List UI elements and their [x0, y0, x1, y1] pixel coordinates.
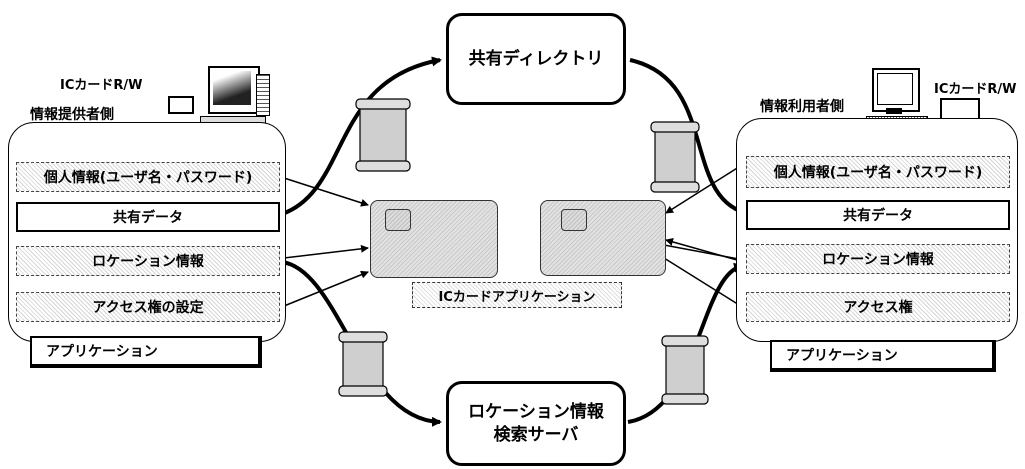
right-row-shared-data-text: 共有データ [843, 208, 913, 224]
scroll-icon-bottom-left [338, 331, 388, 397]
left-card-reader-label: ICカードR/W [60, 78, 143, 93]
ic-card-application-label: ICカードアプリケーション [438, 289, 596, 305]
right-row-personal-info: 個人情報(ユーザ名・パスワード) [746, 156, 1010, 188]
right-card-reader-icon [940, 98, 980, 120]
right-row-personal-info-text: 個人情報(ユーザ名・パスワード) [773, 165, 983, 181]
right-application-label: アプリケーション [786, 348, 898, 364]
right-row-location-info: ロケーション情報 [746, 244, 1010, 274]
server-label-line2: 検索サーバ [493, 424, 579, 445]
ic-card-right [540, 200, 666, 276]
arrow-right-personal-to-card [665, 164, 743, 214]
right-card-reader-label: ICカードR/W [934, 82, 1017, 97]
shared-directory-label: 共有ディレクトリ [468, 48, 604, 69]
right-panel-title: 情報利用者側 [760, 99, 844, 115]
ic-card-application-box: ICカードアプリケーション [412, 282, 622, 308]
server-label-line1: ロケーション情報 [468, 401, 604, 422]
shared-directory-node: 共有ディレクトリ [446, 13, 626, 105]
right-application-box: アプリケーション [770, 340, 996, 372]
left-row-access-setting: アクセス権の設定 [16, 292, 280, 322]
left-row-personal-info: 個人情報(ユーザ名・パスワード) [16, 162, 280, 192]
arrow-location-to-card [283, 244, 369, 259]
right-row-access-text: アクセス権 [843, 300, 913, 316]
right-row-location-info-text: ロケーション情報 [822, 252, 934, 268]
arrow-access-setting-to-card [283, 270, 369, 307]
scroll-icon-top-right [650, 121, 700, 193]
location-search-server-node: ロケーション情報 検索サーバ [446, 381, 626, 466]
ic-chip-icon [385, 209, 411, 231]
ic-chip-icon [561, 209, 587, 231]
ic-card-left [370, 200, 498, 278]
left-row-shared-data-text: 共有データ [113, 210, 183, 226]
right-row-shared-data: 共有データ [746, 200, 1010, 230]
left-panel-title: 情報提供者側 [30, 107, 114, 123]
arrow-card-to-right-access [663, 257, 745, 309]
scroll-icon-top-left [355, 98, 411, 172]
left-row-personal-info-text: 個人情報(ユーザ名・パスワード) [43, 170, 253, 186]
arc-directory-to-shared-data [629, 58, 752, 218]
left-card-reader-icon [168, 96, 194, 114]
arc-shared-data-to-directory [281, 56, 442, 216]
left-row-location-info: ロケーション情報 [16, 246, 280, 276]
scroll-icon-bottom-right [661, 335, 709, 405]
left-application-box: アプリケーション [30, 336, 262, 368]
left-row-location-info-text: ロケーション情報 [92, 254, 204, 270]
arrow-card-to-right-location [663, 244, 745, 263]
right-row-access: アクセス権 [746, 292, 1010, 322]
arrow-personal-info-to-card [283, 177, 369, 207]
arrow-right-location-to-card [665, 238, 745, 263]
left-row-shared-data: 共有データ [16, 202, 280, 232]
left-application-label: アプリケーション [46, 344, 158, 360]
left-row-access-setting-text: アクセス権の設定 [92, 300, 204, 316]
